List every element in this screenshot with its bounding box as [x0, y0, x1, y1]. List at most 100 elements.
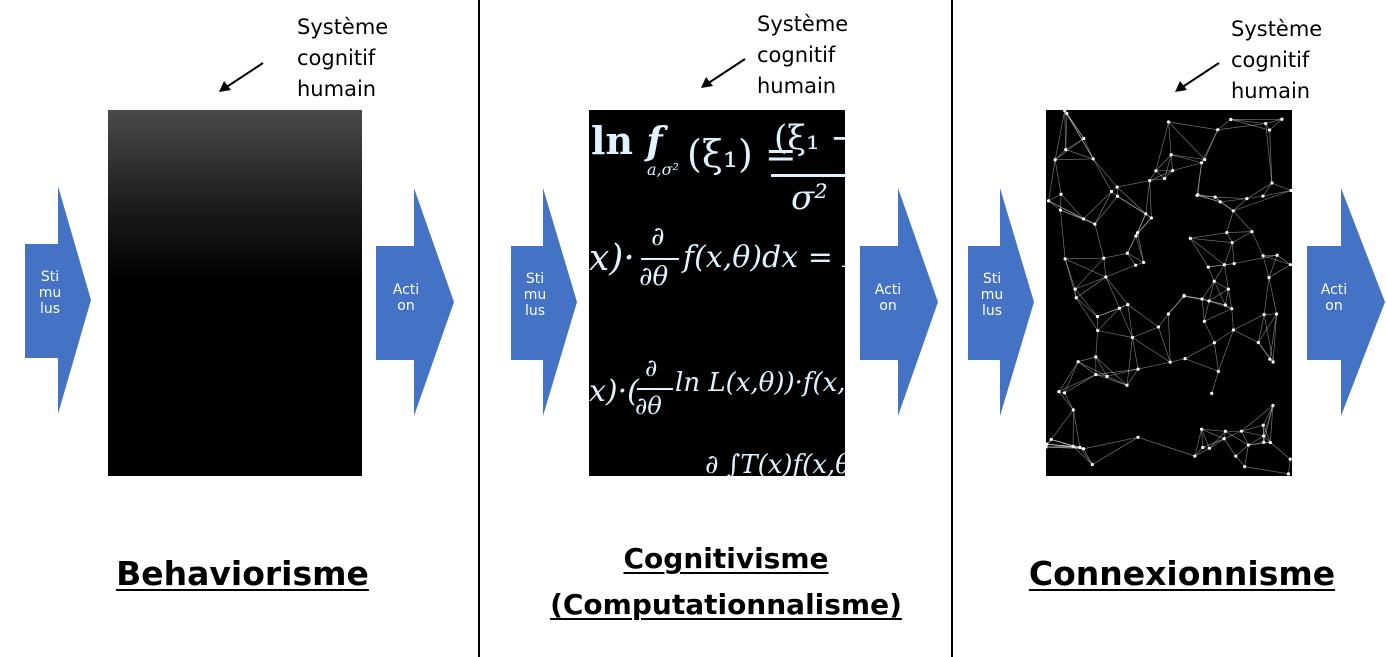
network-node — [1261, 254, 1265, 258]
network-edge — [1224, 263, 1235, 266]
network-node — [1081, 447, 1086, 451]
action-arrow — [1307, 188, 1385, 416]
formula-line: f(x,θ)dx = M(T( — [683, 240, 845, 275]
network-edge — [1214, 342, 1219, 372]
network-edge — [1083, 191, 1112, 220]
network-node — [1057, 390, 1061, 394]
action-label: Acti on — [382, 282, 430, 314]
stimulus-label: Sti mu lus — [513, 271, 557, 319]
network-edge — [1190, 232, 1227, 239]
network-node — [1199, 161, 1204, 165]
network-edge — [1223, 430, 1242, 440]
network-node — [1268, 440, 1272, 445]
network-edge — [1231, 242, 1235, 264]
network-edge — [1095, 368, 1139, 375]
network-node — [1261, 423, 1265, 427]
network-edge — [1241, 431, 1249, 446]
network-edge — [1263, 254, 1278, 257]
stimulus-label-line: Sti — [982, 271, 1002, 287]
network-edge — [1265, 118, 1282, 124]
network-edge — [1248, 442, 1271, 446]
network-node — [1280, 117, 1284, 121]
network-edge — [1244, 466, 1289, 475]
network-node — [1090, 462, 1094, 467]
network-edge — [1213, 281, 1226, 306]
network-node — [1271, 403, 1275, 408]
network-node — [1063, 257, 1067, 261]
system-label-line: cognitif — [1231, 48, 1310, 72]
network-edge — [1127, 253, 1136, 266]
network-node — [1091, 157, 1095, 161]
network-node — [1270, 181, 1274, 185]
network-edge — [1097, 304, 1128, 317]
network-edge — [1202, 438, 1225, 448]
network-node — [1062, 391, 1067, 395]
network-edge — [1132, 337, 1171, 363]
network-node — [1261, 194, 1265, 198]
system-label-line: humain — [757, 74, 837, 98]
network-node — [1096, 328, 1100, 333]
network-node — [1199, 427, 1204, 431]
network-edge — [1223, 438, 1237, 457]
network-node — [1275, 253, 1279, 257]
network-node — [1135, 231, 1140, 235]
network-edge — [1196, 162, 1202, 196]
network-node — [1213, 195, 1217, 199]
network-edge — [1105, 264, 1136, 278]
network-node — [1289, 188, 1292, 193]
network-edge — [1055, 158, 1094, 161]
network-edge — [1137, 361, 1171, 370]
black-box — [108, 110, 362, 476]
network-edge — [1235, 455, 1245, 467]
network-edge — [1064, 110, 1067, 150]
network-node — [1115, 185, 1119, 189]
network-node — [1218, 200, 1222, 204]
network-edge — [1194, 448, 1210, 457]
network-edge — [1227, 289, 1233, 309]
network-edge — [1269, 313, 1277, 360]
stimulus-label: Sti mu lus — [28, 269, 72, 317]
network-node — [1064, 148, 1068, 152]
formula-box: ln f a,σ² (ξ₁) = (ξ₁ − a) σ² x)· ∂ ∂θ f(… — [589, 110, 845, 476]
formula-line: x)· — [589, 238, 635, 279]
action-label: Acti on — [1311, 282, 1357, 314]
network-edge — [1204, 129, 1219, 160]
network-node — [1171, 168, 1175, 173]
network-node — [1223, 303, 1228, 307]
network-edge — [1097, 308, 1120, 331]
panel-title: Cognitivisme (Computationnalisme) — [540, 536, 912, 628]
network-edge — [1126, 368, 1139, 386]
fraction-bar — [637, 388, 673, 390]
panel-title-line: Cognitivisme — [623, 542, 829, 575]
network-edge — [1194, 429, 1202, 457]
network-edge — [1095, 374, 1128, 386]
network-edge — [1064, 258, 1106, 278]
panel-title: Connexionnisme — [1016, 554, 1348, 594]
network-edge — [1048, 200, 1084, 220]
network-edge — [1225, 430, 1249, 446]
network-node — [1212, 341, 1216, 345]
network-edge — [1076, 276, 1107, 299]
network-node — [1207, 299, 1211, 303]
network-edge — [1201, 429, 1210, 449]
network-node — [1229, 117, 1233, 122]
network-edge — [1248, 441, 1264, 446]
network-edge — [1208, 300, 1232, 310]
network-node — [1136, 367, 1140, 371]
network-edge — [1126, 337, 1133, 386]
fraction-bar — [771, 174, 845, 177]
network-node — [1149, 216, 1154, 220]
network-node — [1225, 231, 1229, 235]
network-node — [1156, 325, 1161, 329]
network-edge — [1262, 255, 1291, 266]
network-edge — [1258, 342, 1271, 360]
network-edge — [1117, 195, 1146, 215]
network-edge — [1072, 409, 1081, 448]
network-node — [1230, 241, 1234, 245]
network-edge — [1233, 190, 1292, 212]
network-node — [1065, 111, 1069, 116]
network-node — [1207, 446, 1212, 450]
network-edge — [1208, 264, 1225, 268]
network-edge — [1263, 314, 1274, 363]
network-edge — [1232, 210, 1253, 232]
